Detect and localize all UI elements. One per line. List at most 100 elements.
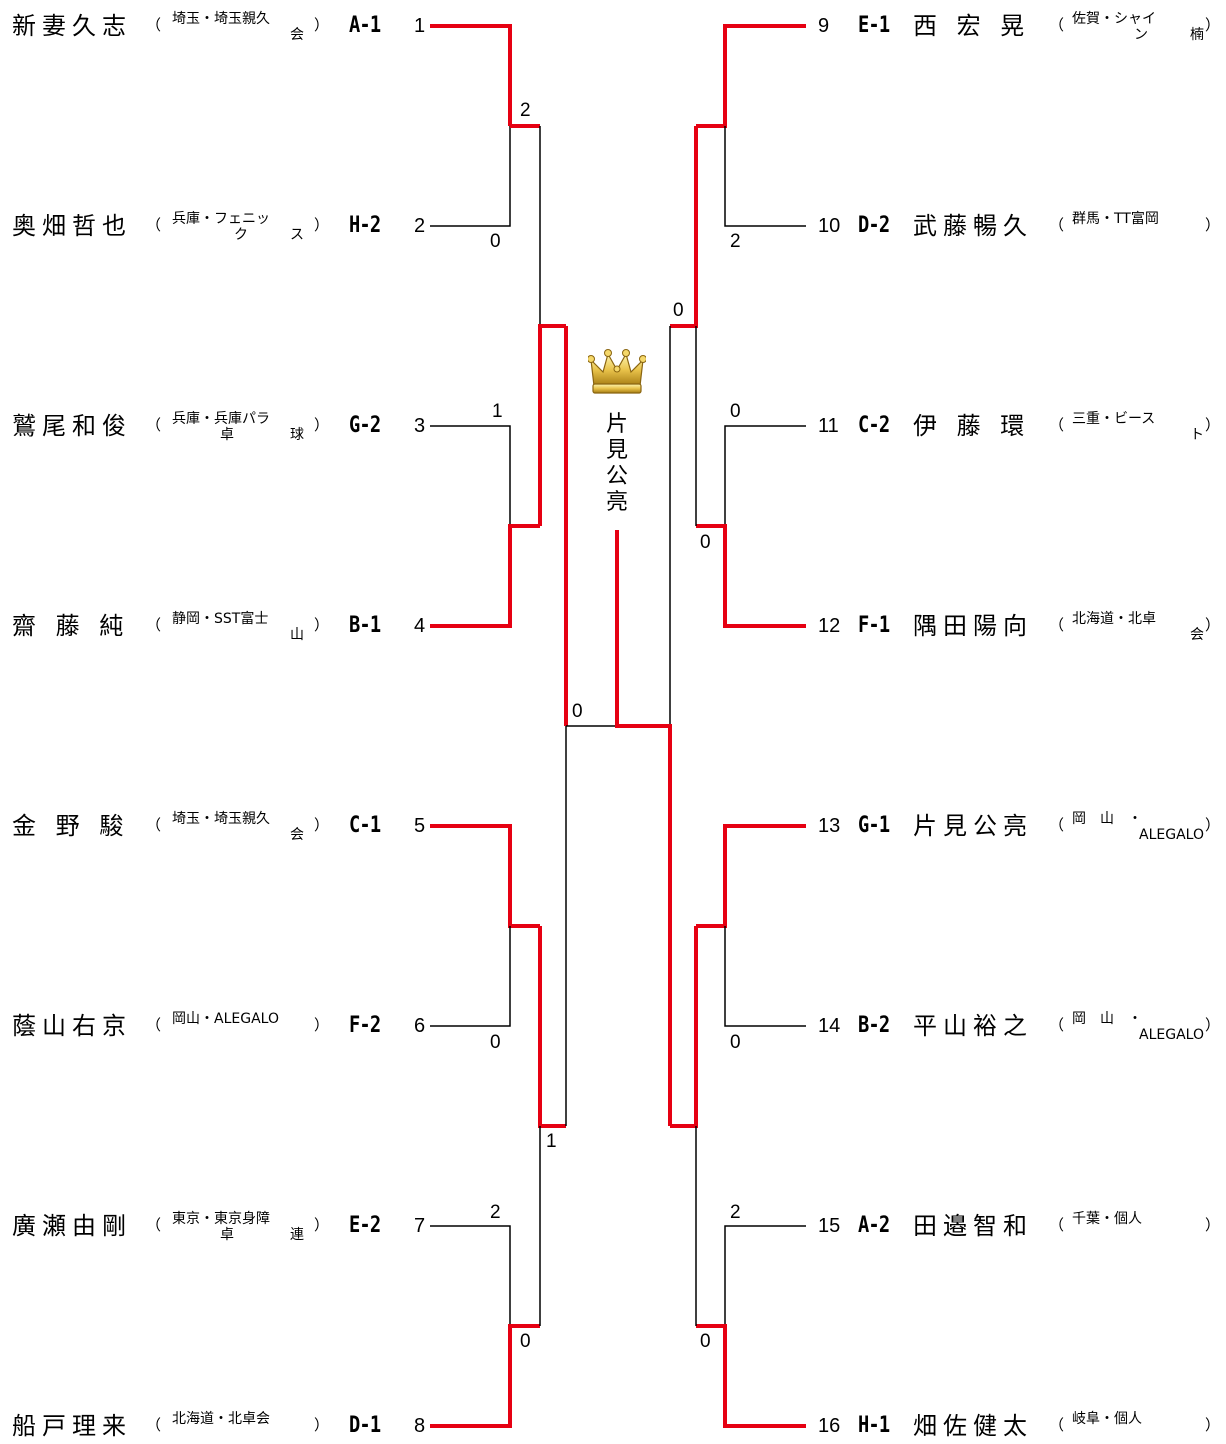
bracket-line — [670, 126, 698, 328]
bracket-line — [538, 324, 566, 526]
team-line-1: 群馬・TT富岡 — [1072, 211, 1159, 227]
seed-label: E-2 — [349, 1213, 381, 1238]
seed-label: C-1 — [349, 813, 381, 838]
match-score: 0 — [490, 231, 501, 252]
seed-label: A-2 — [858, 1213, 890, 1238]
paren-open: （ — [146, 16, 162, 34]
player-name: 蔭山右京 — [12, 1012, 132, 1040]
match-score: 0 — [700, 1331, 711, 1352]
player-name: 隅田陽向 — [913, 612, 1033, 640]
bracket-line — [696, 524, 806, 628]
player-name: 田邉智和 — [913, 1212, 1033, 1240]
match-score: 2 — [520, 100, 531, 121]
paren-open: （ — [1049, 1216, 1065, 1234]
seed-label: E-1 — [858, 13, 890, 38]
paren-open: （ — [1049, 216, 1065, 234]
seed-label: H-1 — [858, 1413, 890, 1438]
entry-number: 14 — [818, 1015, 841, 1037]
paren-open: （ — [1049, 1016, 1065, 1034]
paren-open: （ — [146, 1216, 162, 1234]
bracket-line — [696, 24, 806, 128]
entry-number: 12 — [818, 615, 841, 637]
team-line-1: 岡山・ALEGALO — [172, 1011, 279, 1027]
player-name: 齋 藤 純 — [12, 612, 130, 640]
team-line-1: 岡 山 ・ — [1072, 811, 1142, 827]
paren-close: ） — [1205, 1216, 1221, 1234]
bracket-line — [430, 1225, 511, 1326]
bracket-line — [615, 530, 672, 1126]
champion-name: 片見公亮 — [605, 412, 628, 515]
seed-label: G-1 — [858, 813, 890, 838]
player-name: 廣瀬由剛 — [12, 1212, 132, 1240]
team-name: 千葉・個人 — [1072, 1212, 1204, 1244]
entry-number: 11 — [818, 415, 839, 437]
team-line-2: ALEGALO — [1139, 1027, 1204, 1043]
paren-close: ） — [314, 1416, 330, 1434]
bracket-line — [430, 524, 540, 628]
bracket-line — [724, 126, 806, 227]
bracket-line — [430, 926, 511, 1027]
team-line-1: 埼玉・埼玉親久 — [172, 11, 270, 27]
bracket-line — [724, 1225, 806, 1326]
team-name: 岡 山 ・ALEGALO — [1072, 1012, 1204, 1044]
paren-open: （ — [1049, 616, 1065, 634]
team-name: 兵庫・フェニック ス — [172, 212, 304, 244]
bracket-line — [430, 824, 540, 928]
entry-number: 16 — [818, 1415, 841, 1437]
team-line-1: 埼玉・埼玉親久 — [172, 811, 270, 827]
team-line-1: 岐阜・個人 — [1072, 1411, 1142, 1427]
team-line-2: 卓 球 — [220, 427, 304, 443]
team-line-2: 卓 連 — [220, 1227, 304, 1243]
entry-number: 13 — [818, 815, 841, 837]
team-line-2: 会 — [290, 827, 304, 843]
entry-number: 5 — [414, 815, 426, 837]
seed-label: F-1 — [858, 613, 890, 638]
team-name: 兵庫・兵庫パラ卓 球 — [172, 412, 304, 444]
match-score: 1 — [546, 1131, 557, 1152]
entry-number: 4 — [414, 615, 426, 637]
match-score: 2 — [730, 231, 741, 252]
paren-close: ） — [314, 1016, 330, 1034]
bracket-line — [430, 425, 511, 526]
entry-number: 10 — [818, 215, 841, 237]
paren-open: （ — [1049, 416, 1065, 434]
match-score: 0 — [730, 401, 741, 422]
team-line-2: ン 楠 — [1134, 27, 1204, 43]
team-line-1: 岡 山 ・ — [1072, 1011, 1142, 1027]
paren-open: （ — [1049, 816, 1065, 834]
bracket-line — [670, 926, 698, 1128]
bracket-line — [696, 824, 806, 928]
player-name: 畑佐健太 — [913, 1412, 1033, 1440]
paren-open: （ — [146, 216, 162, 234]
team-name: 群馬・TT富岡 — [1072, 212, 1204, 244]
team-name: 埼玉・埼玉親久会 — [172, 12, 304, 44]
team-line-1: 兵庫・フェニッ — [172, 211, 270, 227]
match-score: 0 — [730, 1032, 741, 1053]
paren-close: ） — [314, 816, 330, 834]
entry-number: 7 — [414, 1215, 426, 1237]
crown-icon — [587, 346, 647, 396]
team-line-1: 千葉・個人 — [1072, 1211, 1142, 1227]
team-line-2: 山 — [290, 627, 304, 643]
team-line-1: 兵庫・兵庫パラ — [172, 411, 270, 427]
paren-open: （ — [146, 416, 162, 434]
paren-open: （ — [146, 616, 162, 634]
paren-open: （ — [1049, 1416, 1065, 1434]
entry-number: 15 — [818, 1215, 841, 1237]
paren-close: ） — [314, 1216, 330, 1234]
bracket-line — [696, 1324, 806, 1428]
player-name: 奥畑哲也 — [12, 212, 132, 240]
paren-close: ） — [1205, 1016, 1221, 1034]
bracket-line — [430, 1324, 540, 1428]
team-name: 静岡・SST富士山 — [172, 612, 304, 644]
team-line-1: 北海道・北卓会 — [172, 1411, 270, 1427]
paren-open: （ — [146, 816, 162, 834]
team-name: 東京・東京身障卓 連 — [172, 1212, 304, 1244]
paren-open: （ — [1049, 16, 1065, 34]
match-score: 1 — [492, 401, 503, 422]
match-score: 0 — [572, 701, 583, 722]
seed-label: H-2 — [349, 213, 381, 238]
player-name: 西 宏 晃 — [913, 12, 1031, 40]
match-score: 2 — [490, 1202, 501, 1223]
team-line-1: 佐賀・シャイ — [1072, 11, 1156, 27]
